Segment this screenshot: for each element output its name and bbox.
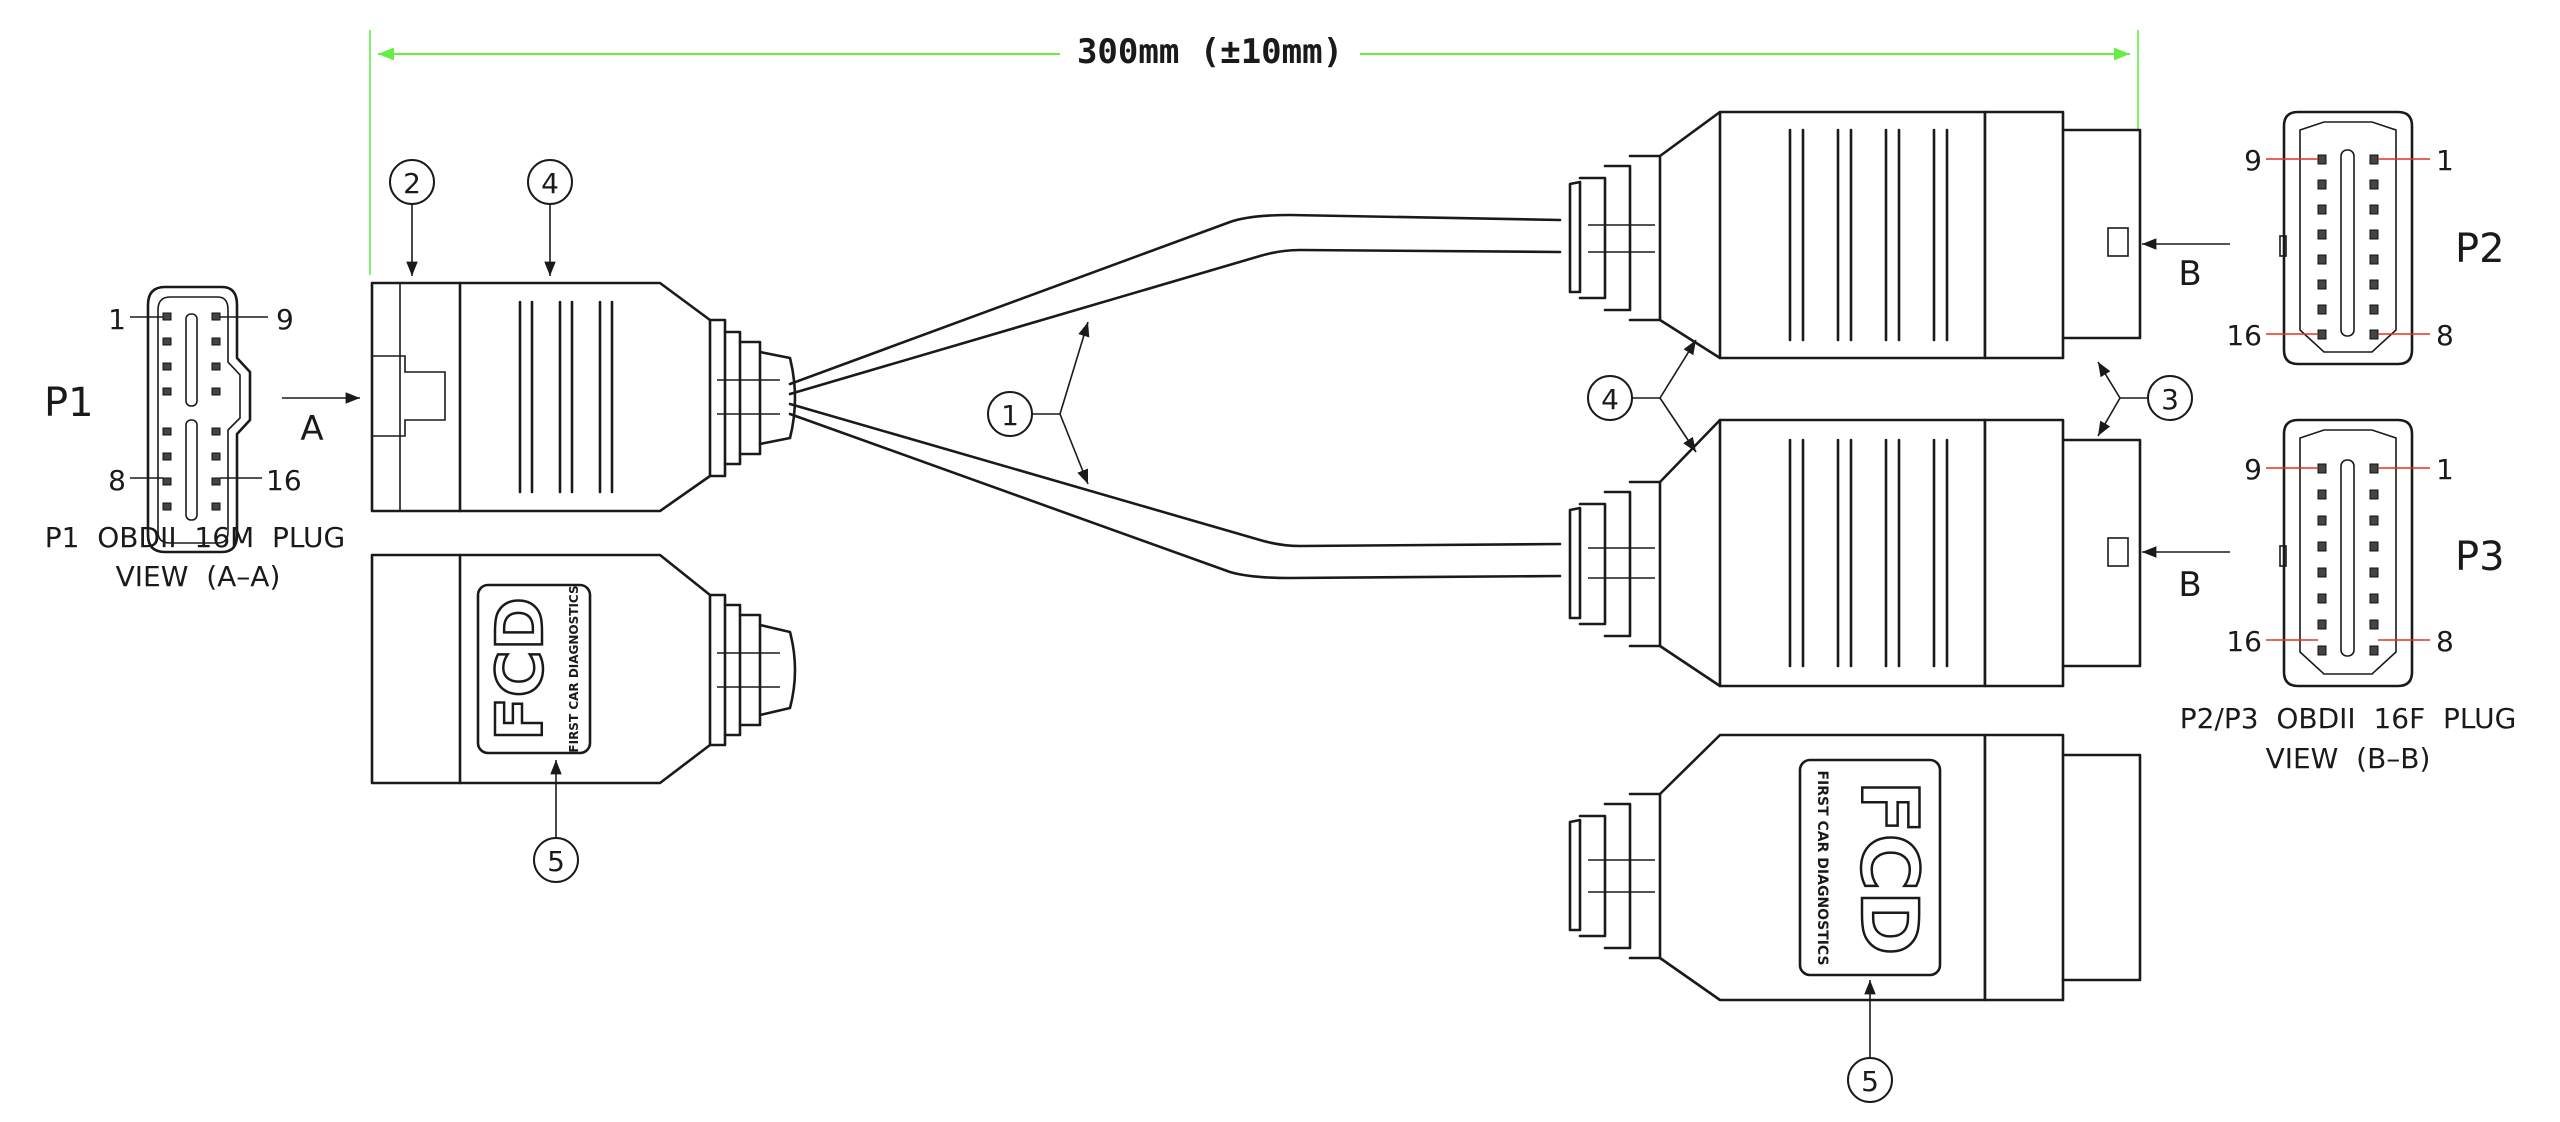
p3-pin-16-label: 16 (2226, 625, 2262, 658)
p1-pin-row-right (211, 312, 221, 511)
svg-text:5: 5 (547, 845, 565, 878)
p2-view-letter: B (2178, 254, 2201, 294)
svg-text:4: 4 (541, 167, 559, 200)
p1-pin-9-label: 9 (276, 303, 294, 336)
svg-text:1: 1 (1001, 399, 1019, 432)
p3-pin-9-label: 9 (2244, 453, 2262, 486)
p2p3-caption-line2: VIEW (B–B) (2266, 742, 2431, 775)
p1-connector-top-view: FCD FIRST CAR DIAGNOSTICS (370, 553, 797, 785)
p1-pin-row-left (162, 312, 172, 511)
balloon-2: 2 (389, 159, 435, 276)
balloon-1: 1 (987, 321, 1090, 485)
p3-view-letter: B (2178, 565, 2201, 605)
p2-name: P2 (2455, 226, 2505, 272)
p2-pin-9-label: 9 (2244, 144, 2262, 177)
p1-caption-line1: P1 OBDII 16M PLUG (45, 521, 346, 554)
svg-text:FIRST CAR DIAGNOSTICS: FIRST CAR DIAGNOSTICS (567, 585, 581, 752)
p3-pin-row-left (2317, 463, 2327, 656)
p2-pin-8-label: 8 (2436, 319, 2454, 352)
p3-pin-1-label: 1 (2436, 453, 2454, 486)
svg-text:FCD: FCD (484, 597, 558, 741)
fcd-logo-right: FCD FIRST CAR DIAGNOSTICS (1798, 758, 1942, 977)
p2-pin-row-left (2317, 154, 2327, 340)
fcd-logo-left: FCD FIRST CAR DIAGNOSTICS (476, 583, 592, 755)
p2p3-caption-line1: P2/P3 OBDII 16F PLUG (2180, 702, 2517, 735)
balloon-4-right: 4 (1587, 339, 1697, 453)
p2-pin-row-right (2369, 154, 2379, 340)
dimension-label: 300mm (±10mm) (1077, 32, 1343, 72)
svg-text:2: 2 (403, 167, 421, 200)
y-cable (788, 213, 1562, 580)
overall-length-dimension: 300mm (±10mm) (369, 30, 2139, 275)
p1-face-view: 1 9 8 16 P1 A P1 OBDII 16M PLUG VIEW (A–… (44, 285, 360, 593)
balloon-5-left: 5 (533, 760, 579, 883)
p1-pin-8-label: 8 (108, 464, 126, 497)
svg-text:5: 5 (1861, 1065, 1879, 1098)
svg-text:FIRST CAR DIAGNOSTICS: FIRST CAR DIAGNOSTICS (1814, 770, 1830, 965)
p1-pin-1-label: 1 (108, 303, 126, 336)
p2p3-connector-top-view: FCD FIRST CAR DIAGNOSTICS (1568, 733, 2142, 1002)
p1-caption-line2: VIEW (A–A) (116, 560, 281, 593)
balloon-5-right: 5 (1847, 980, 1893, 1103)
svg-text:3: 3 (2161, 383, 2179, 416)
svg-text:FCD: FCD (1843, 780, 1933, 955)
p2-connector: B (1568, 110, 2230, 360)
p3-connector: B (1568, 418, 2230, 688)
svg-text:4: 4 (1601, 383, 1619, 416)
p2-face-view: 9 1 16 8 P2 (2226, 110, 2505, 366)
p3-face-view: 9 1 16 8 P3 (2226, 418, 2505, 688)
p3-pin-row-right (2369, 463, 2379, 656)
balloon-4-left: 4 (527, 159, 573, 276)
p3-pin-8-label: 8 (2436, 625, 2454, 658)
balloon-3: 3 (2097, 361, 2193, 437)
p1-name: P1 (44, 380, 94, 426)
p3-name: P3 (2455, 534, 2505, 580)
p2-pin-1-label: 1 (2436, 144, 2454, 177)
p1-view-letter: A (300, 409, 323, 449)
p2-pin-16-label: 16 (2226, 319, 2262, 352)
p1-pin-16-label: 16 (266, 464, 302, 497)
p1-connector-side-view (370, 281, 797, 513)
